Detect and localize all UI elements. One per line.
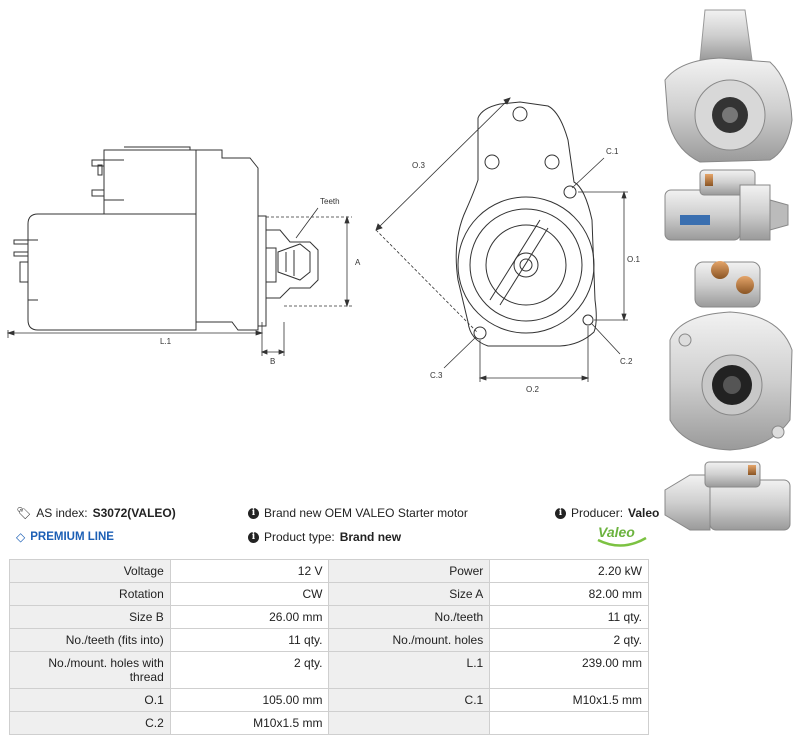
spec-value: M10x1.5 mm	[169, 711, 330, 735]
spec-value: 11 qty.	[169, 628, 330, 652]
spec-label: O.1	[9, 688, 171, 712]
as-index-value: S3072(VALEO)	[92, 506, 176, 520]
spec-value: 12 V	[169, 559, 330, 583]
description-text: Brand new OEM VALEO Starter motor	[264, 506, 468, 520]
spec-value: 105.00 mm	[169, 688, 330, 712]
c3-label: C.3	[430, 371, 443, 380]
info-icon: i	[248, 531, 259, 543]
product-type-row: i Product type: Brand new	[248, 530, 401, 544]
dimension-line-o3	[375, 97, 511, 231]
dimension-b-label: B	[270, 357, 275, 366]
spec-value	[489, 711, 649, 735]
spec-label: Size A	[328, 582, 491, 606]
spec-value: 239.00 mm	[489, 651, 649, 689]
diamond-icon: ◇	[16, 530, 26, 544]
product-photos	[664, 9, 793, 531]
spec-label: Rotation	[9, 582, 171, 606]
dimension-o3-label: O.3	[412, 161, 425, 170]
spec-value: 82.00 mm	[489, 582, 649, 606]
photo-front-view	[664, 9, 793, 163]
spec-value: CW	[169, 582, 330, 606]
producer-value: Valeo	[628, 506, 660, 520]
teeth-leader-line	[295, 207, 319, 239]
spec-label: No./mount. holes with thread	[9, 651, 171, 689]
technical-drawing: Teeth A B L.1 O.3 O	[6, 97, 640, 394]
valeo-logo-text: Valeo	[598, 524, 635, 540]
dimension-o1-label: O.1	[627, 255, 640, 264]
front-housing-circle	[457, 196, 595, 334]
spec-label: C.1	[328, 688, 491, 712]
producer-label: Producer:	[571, 506, 624, 520]
photo-side-view	[664, 169, 789, 241]
info-icon: i	[555, 507, 566, 519]
spec-label: L.1	[328, 651, 491, 689]
premium-line-row: ◇ PREMIUM LINE	[16, 530, 114, 544]
description-row: i Brand new OEM VALEO Starter motor	[248, 506, 468, 520]
c1-label: C.1	[606, 147, 619, 156]
spec-value: 26.00 mm	[169, 605, 330, 629]
photo-angled-front-view	[669, 261, 793, 451]
drive-housing-outline	[196, 149, 259, 331]
spec-label: C.2	[9, 711, 171, 735]
photo-side-view-2	[664, 461, 791, 531]
spec-value: 11 qty.	[489, 605, 649, 629]
spec-label: Power	[328, 559, 491, 583]
spec-value: 2.20 kW	[489, 559, 649, 583]
valeo-logo: Valeo	[597, 524, 647, 547]
product-type-value: Brand new	[339, 530, 402, 544]
info-icon: i	[248, 507, 259, 519]
product-type-label: Product type:	[264, 530, 335, 544]
spec-value: 2 qty.	[489, 628, 649, 652]
spec-value: M10x1.5 mm	[489, 688, 649, 712]
dimension-l1-label: L.1	[160, 337, 172, 346]
as-index-row: 🏷 AS index: S3072(VALEO)	[16, 506, 176, 520]
motor-body-outline	[27, 213, 197, 331]
spec-label: No./mount. holes	[328, 628, 491, 652]
dimension-a-label: A	[355, 258, 361, 267]
spec-value: 2 qty.	[169, 651, 330, 689]
premium-line-label: PREMIUM LINE	[30, 531, 114, 543]
tag-icon: 🏷	[16, 506, 32, 520]
c2-label: C.2	[620, 357, 633, 366]
teeth-label: Teeth	[320, 197, 340, 206]
spec-row: No./teeth (fits into)11 qty.No./mount. h…	[9, 628, 649, 652]
spec-label: Voltage	[9, 559, 171, 583]
producer-row: i Producer: Valeo	[555, 506, 659, 520]
dimension-o2-label: O.2	[526, 385, 539, 394]
as-index-label: AS index:	[36, 506, 88, 520]
spec-label: No./teeth	[328, 605, 491, 629]
flange-outline	[455, 101, 597, 347]
spec-label: No./teeth (fits into)	[9, 628, 171, 652]
spec-label: Size B	[9, 605, 171, 629]
spec-label	[328, 711, 491, 735]
